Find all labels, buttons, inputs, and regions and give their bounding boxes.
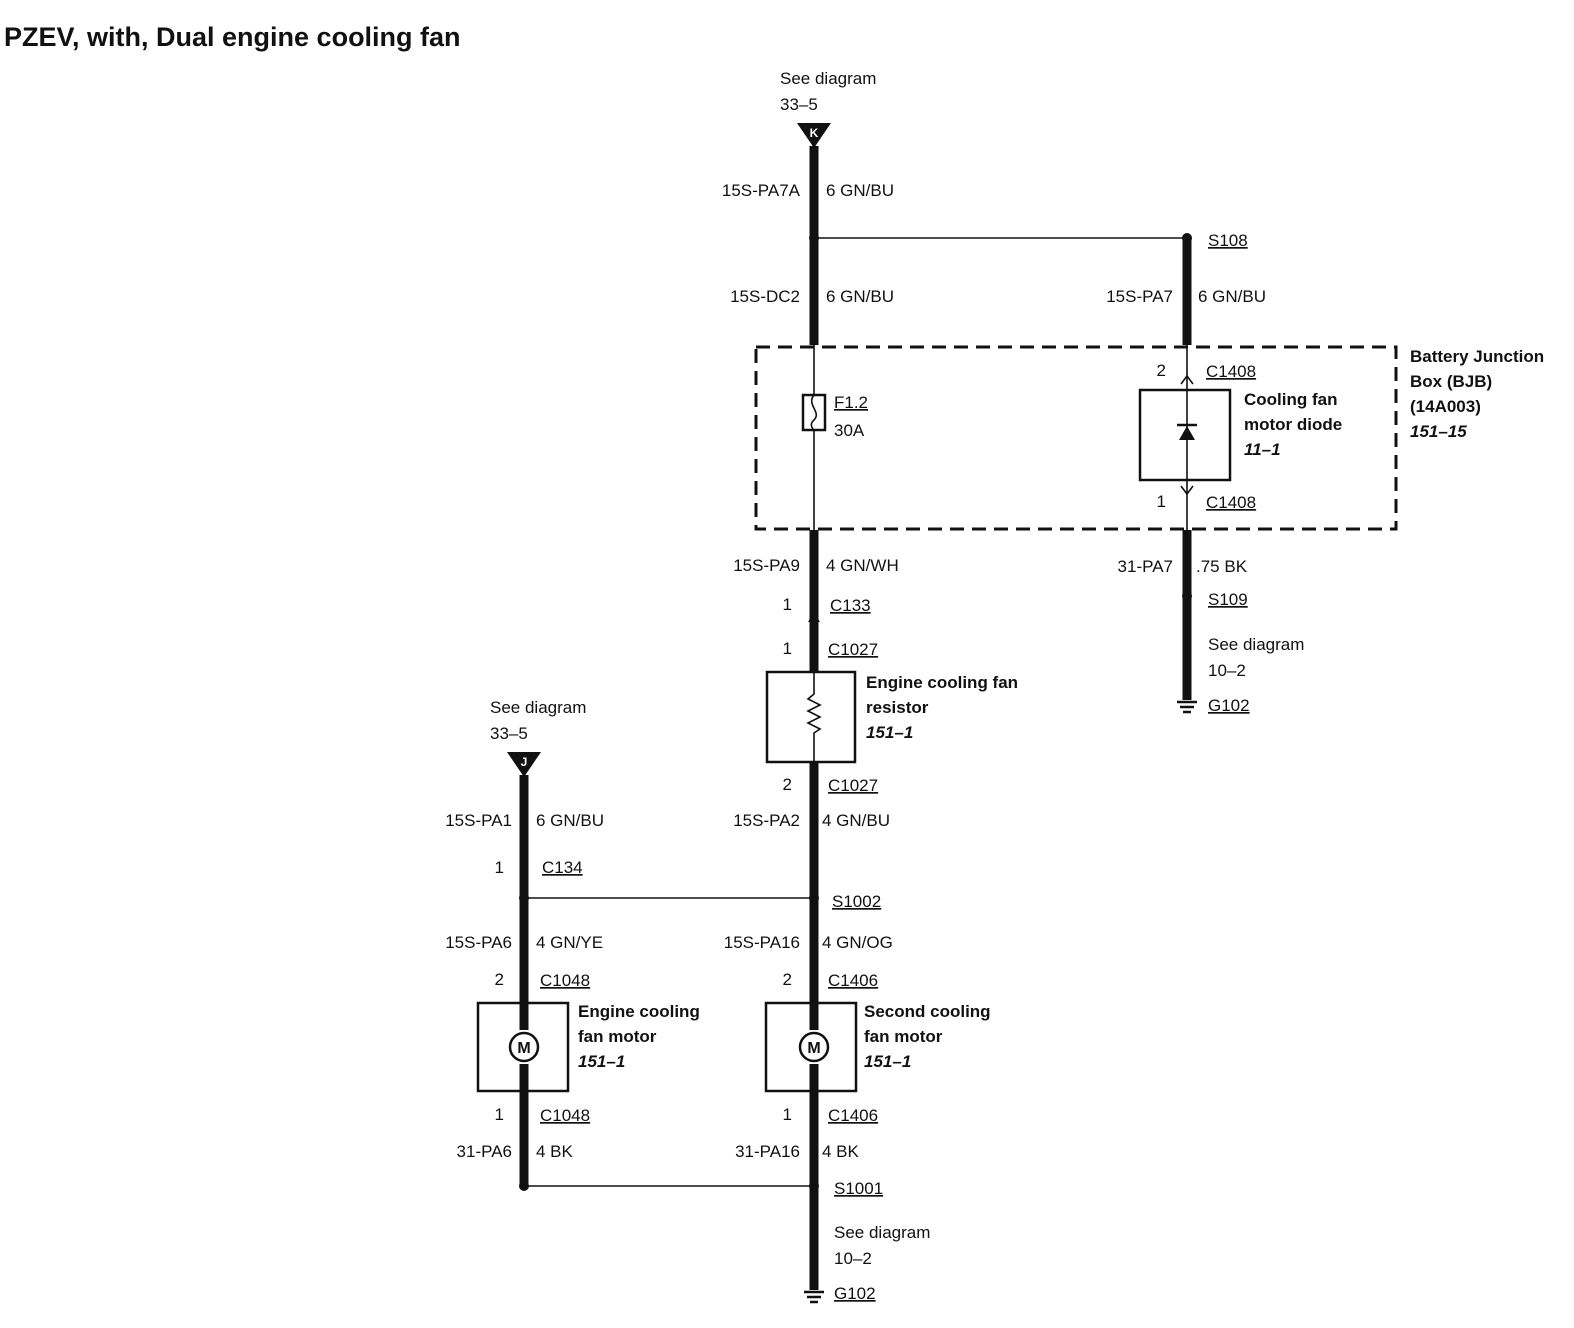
connector-c1048-top: C1048 (540, 971, 590, 990)
connector-pin: 1 (783, 595, 792, 614)
ground-g102-right: G102 (1208, 696, 1250, 715)
motor2-line1: Second cooling (864, 1002, 991, 1021)
connector-pin: 2 (783, 970, 792, 989)
connector-pin: 1 (495, 1105, 504, 1124)
wire-label-gauge: 6 GN/BU (826, 181, 894, 200)
connector-pin: 1 (783, 1105, 792, 1124)
motor1-symbol: M (517, 1040, 530, 1057)
connector-c1048-bottom: C1048 (540, 1106, 590, 1125)
connector-c1408-top: C1408 (1206, 362, 1256, 381)
ref-gnd-bottom-line1: See diagram (834, 1223, 930, 1242)
ref-gnd-right-line2: 10–2 (1208, 661, 1246, 680)
connector-c1406-bottom: C1406 (828, 1106, 878, 1125)
wire-label-circuit: 15S-PA9 (733, 556, 800, 575)
wire-label-gauge: 4 BK (822, 1142, 860, 1161)
connector-pin: 1 (783, 639, 792, 658)
wire-label-circuit: 15S-PA1 (445, 811, 512, 830)
bjb-outline (754, 345, 1398, 531)
wire-label-gauge: 4 GN/YE (536, 933, 603, 952)
splice-s109: S109 (1208, 590, 1248, 609)
wire-label-gauge: 6 GN/BU (536, 811, 604, 830)
connector-c1027-top: C1027 (828, 640, 878, 659)
wire-label-circuit: 15S-DC2 (730, 287, 800, 306)
wire-label-gauge: 6 GN/BU (826, 287, 894, 306)
wire-label-gauge: 6 GN/BU (1198, 287, 1266, 306)
diode-ref: 11–1 (1244, 440, 1281, 459)
resistor-line1: Engine cooling fan (866, 673, 1018, 692)
fuse-element (810, 394, 818, 431)
bjb-line2: Box (BJB) (1410, 372, 1492, 391)
splice-s1001: S1001 (834, 1179, 883, 1198)
wire-label-gauge: 4 GN/OG (822, 933, 893, 952)
wire-label-circuit: 31-PA16 (735, 1142, 800, 1161)
wire-label-gauge: .75 BK (1196, 557, 1248, 576)
wire-label-circuit: 15S-PA16 (724, 933, 800, 952)
diode-line2: motor diode (1244, 415, 1342, 434)
motor-icon (508, 1031, 540, 1063)
wire-label-circuit: 15S-PA2 (733, 811, 800, 830)
wire-label-circuit: 31-PA7 (1118, 557, 1173, 576)
ref-top-line2: 33–5 (780, 95, 818, 114)
resistor-ref: 151–1 (866, 723, 913, 742)
connector-pin: 2 (495, 970, 504, 989)
fuse-name: F1.2 (834, 393, 868, 412)
splice-dot (1182, 591, 1192, 601)
ground-icon (804, 1290, 824, 1304)
resistor-line2: resistor (866, 698, 929, 717)
resistor-icon (806, 672, 822, 762)
motor2-symbol: M (807, 1040, 820, 1057)
splice-s108: S108 (1208, 231, 1248, 250)
ref-gnd-right-line1: See diagram (1208, 635, 1304, 654)
splice-s1002: S1002 (832, 892, 881, 911)
diagram-title: PZEV, with, Dual engine cooling fan (4, 22, 461, 52)
connector-c1027-bottom: C1027 (828, 776, 878, 795)
splice-dot (809, 893, 819, 903)
ref-top-line1: See diagram (780, 69, 876, 88)
wire-label-circuit: 31-PA6 (457, 1142, 512, 1161)
motor1-ref: 151–1 (578, 1052, 625, 1071)
fuse-rating: 30A (834, 421, 865, 440)
wire-label-circuit: 15S-PA6 (445, 933, 512, 952)
ref-left-line1: See diagram (490, 698, 586, 717)
ground-icon (1177, 700, 1197, 714)
resistor-box (765, 670, 857, 764)
bjb-line3: (14A003) (1410, 397, 1481, 416)
connector-pin: 1 (1157, 492, 1166, 511)
ground-g102-bottom: G102 (834, 1284, 876, 1303)
motor1-line1: Engine cooling (578, 1002, 700, 1021)
connector-pin: 2 (1157, 361, 1166, 380)
wire-label-circuit: 15S-PA7A (722, 181, 801, 200)
wire-label-gauge: 4 GN/WH (826, 556, 899, 575)
motor2-line2: fan motor (864, 1027, 943, 1046)
motor1-line2: fan motor (578, 1027, 657, 1046)
fuse-icon (801, 393, 827, 432)
motor-icon (798, 1031, 830, 1063)
connector-arrow-icon (1180, 374, 1194, 385)
ref-top-arrow (797, 123, 831, 148)
ref-left-line2: 33–5 (490, 724, 528, 743)
ref-gnd-bottom-line2: 10–2 (834, 1249, 872, 1268)
splice-dot (809, 1181, 819, 1191)
diode-icon (1179, 426, 1195, 440)
ref-left-arrow (507, 752, 541, 777)
connector-c1408-bottom: C1408 (1206, 493, 1256, 512)
connector-pin: 2 (783, 775, 792, 794)
wire-label-gauge: 4 GN/BU (822, 811, 890, 830)
wire-label-gauge: 4 BK (536, 1142, 574, 1161)
bjb-ref: 151–15 (1410, 422, 1467, 441)
connector-c134: C134 (542, 858, 583, 877)
ref-top-letter: K (810, 126, 819, 140)
motor2-ref: 151–1 (864, 1052, 911, 1071)
connector-c133: C133 (830, 596, 871, 615)
connector-arrow-icon (808, 612, 820, 622)
ref-left-letter: J (521, 755, 528, 769)
connector-c1406-top: C1406 (828, 971, 878, 990)
wire-label-circuit: 15S-PA7 (1106, 287, 1173, 306)
connector-arrow-icon (1180, 485, 1194, 496)
diode-line1: Cooling fan (1244, 390, 1337, 409)
bjb-line1: Battery Junction (1410, 347, 1544, 366)
connector-pin: 1 (495, 858, 504, 877)
